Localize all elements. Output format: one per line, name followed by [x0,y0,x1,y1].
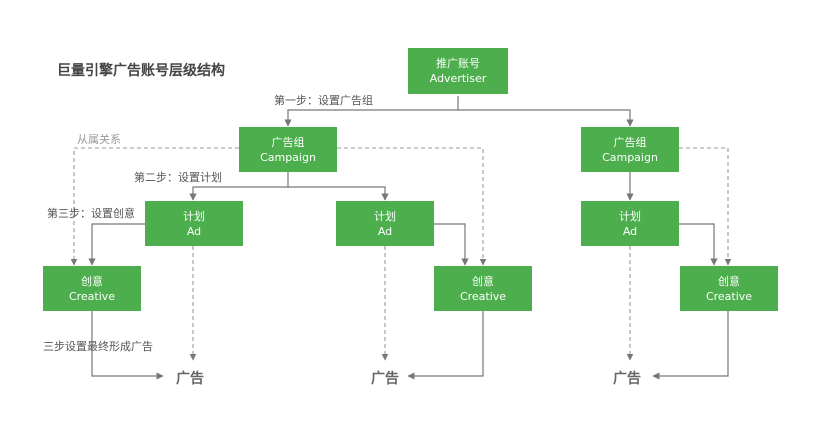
creative-node: 创意 Creative [434,266,532,311]
creative-node-en: Creative [705,289,753,303]
creative-node-cn: 创意 [472,274,494,288]
edge-creative-output-2 [407,311,484,380]
relation-note: 从属关系 [77,133,121,146]
ad-output-label: 广告 [371,371,399,387]
campaign-node: 广告组 Campaign [239,127,337,172]
advertiser-node-cn: 推广账号 [436,57,480,70]
edge-creative-output-3 [652,311,729,380]
step-two-note: 第二步：设置计划 [134,171,222,184]
edge-ad-creative-2 [433,223,469,266]
edge-campaign-ad-2 [288,186,389,201]
edge-advertiser-campaign-right [458,109,634,127]
edge-ad-creative-1 [88,223,145,266]
edge-advertiser-campaign-left [284,96,459,127]
ad-node-cn: 计划 [619,209,641,223]
creative-node: 创意 Creative [680,266,778,311]
creative-node-cn: 创意 [81,274,103,288]
advertiser-node-en: Advertiser [429,72,487,85]
dashed-campaign-creative-2 [337,147,487,266]
ad-node-cn: 计划 [374,209,396,223]
creative-node-cn: 创意 [718,274,740,288]
ad-node-en: Ad [622,224,638,238]
campaign-node-cn: 广告组 [271,135,305,149]
ad-node: 计划 Ad [145,201,243,246]
campaign-node-cn: 广告组 [613,135,647,149]
diagram-title: 巨量引擎广告账号层级结构 [57,63,225,79]
creative-node: 创意 Creative [43,266,141,311]
edge-campaign-ad-1 [189,172,289,201]
ad-node-en: Ad [186,224,202,238]
ad-output-label: 广告 [613,371,641,387]
campaign-node-en: Campaign [260,150,316,164]
creative-node-en: Creative [459,289,507,303]
dashed-campaign-creative-1 [70,147,239,266]
final-note: 三步设置最终形成广告 [43,340,153,353]
edge-creative-output-1 [91,311,164,380]
creative-node-en: Creative [68,289,116,303]
campaign-node: 广告组 Campaign [581,127,679,172]
advertiser-node: 推广账号 Advertiser [408,48,508,94]
dashed-campaign-creative-3 [679,147,732,266]
ad-node: 计划 Ad [581,201,679,246]
ad-node-cn: 计划 [183,209,205,223]
step-one-note: 第一步：设置广告组 [274,94,373,107]
ad-node: 计划 Ad [336,201,434,246]
edge-ad-creative-3 [678,223,718,266]
campaign-node-en: Campaign [602,150,658,164]
step-three-note: 第三步：设置创意 [47,207,135,220]
ad-node-en: Ad [377,224,393,238]
ad-output-label: 广告 [176,371,204,387]
